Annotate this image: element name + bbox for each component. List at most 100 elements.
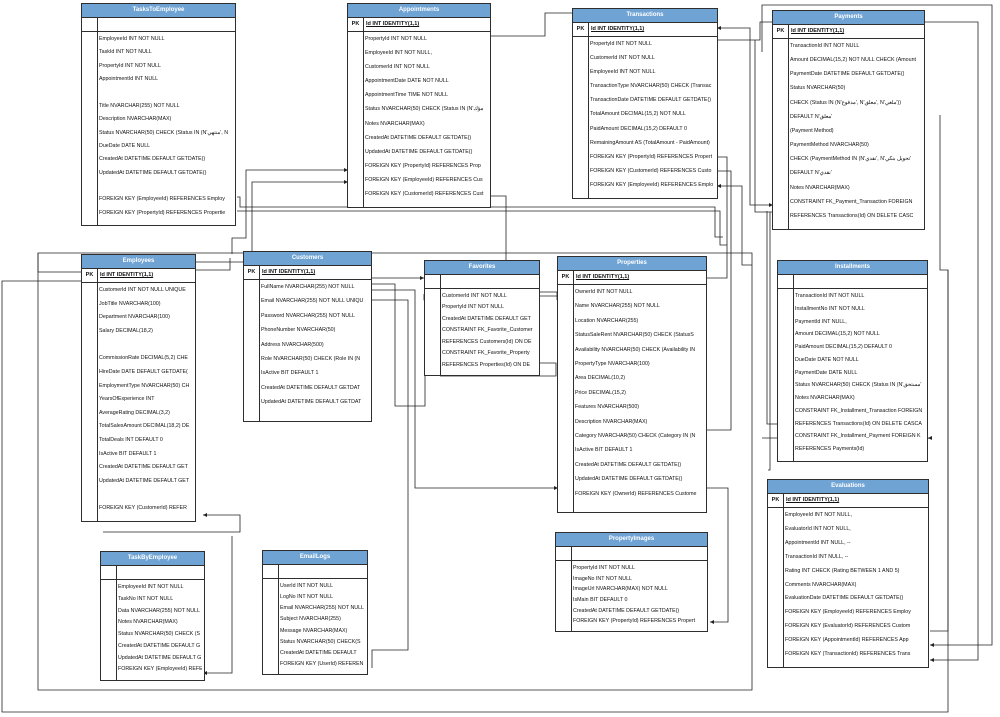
field-row: Notes NVARCHAR(MAX): [795, 395, 855, 402]
field-row: CONSTRAINT FK_Installment_Transaction FO…: [795, 407, 923, 414]
field-row: Data NVARCHAR(255) NOT NULL: [118, 607, 200, 614]
primary-key-row: [101, 566, 204, 580]
relation-line: [203, 536, 233, 674]
field-row: CreatedAt DATETIME DEFAULT GETDATE(): [365, 134, 472, 141]
field-row: Title NVARCHAR(255) NOT NULL: [99, 102, 180, 109]
field-row: Status NVARCHAR(50) CHECK (S: [118, 631, 201, 637]
field-row: EmploymentType NVARCHAR(50) CH: [99, 382, 190, 389]
field-row: TransactionId INT NOT NULL: [795, 293, 865, 299]
table-title: Appointments: [348, 4, 490, 18]
field-row: InstallmentNo INT NOT NULL: [795, 305, 865, 312]
relation-line: [237, 210, 727, 246]
field-row: FOREIGN KEY (CustomerId) REFER: [99, 505, 187, 512]
pk-label: PK: [773, 25, 789, 38]
field-list: EmployeeId INT NOT NULL,EvaluatorId INT …: [768, 508, 928, 667]
field-row: Message NVARCHAR(MAX): [280, 627, 348, 634]
field-row: DEFAULT N'معلق': [790, 113, 833, 120]
field-row: REFERENCES Payments(Id): [795, 446, 865, 453]
table-title: TasksToEmployee: [82, 4, 235, 18]
field-row: IsActive BIT DEFAULT 1: [99, 450, 157, 457]
field-row: TransactionType NVARCHAR(50) CHECK (Tran…: [590, 83, 712, 90]
field-row: CHECK (Status IN (N'مدفوع', N'معلق', N'م…: [790, 99, 901, 106]
relation-line: [103, 514, 241, 533]
field-row: TaskNo INT NOT NULL: [118, 595, 174, 602]
pk-label: PK: [82, 269, 98, 282]
field-row: Salary DECIMAL(18,2): [99, 327, 153, 334]
field-row: PaymentDate DATETIME DEFAULT GETDATE(): [790, 71, 905, 78]
field-row: REFERENCES Customers(Id) ON DE: [442, 338, 532, 345]
field-row: AppointmentDate DATE NOT NULL: [365, 78, 449, 85]
pk-label: PK: [348, 18, 364, 31]
pk-field: Id INT IDENTITY(1,1): [576, 274, 630, 280]
relation-line: [251, 181, 348, 254]
field-row: UpdatedAt DATETIME DEFAULT GETDAT: [261, 399, 362, 406]
field-row: CONSTRAINT FK_Payment_Transaction FOREIG…: [790, 198, 913, 205]
field-row: Area DECIMAL(10,2): [575, 375, 626, 382]
relation-line: [717, 27, 773, 206]
field-row: TotalDeals INT DEFAULT 0: [99, 437, 163, 444]
field-row: CustomerId INT NOT NULL: [590, 55, 655, 62]
field-row: FOREIGN KEY (TransactionId) REFERENCES T…: [785, 651, 911, 658]
field-row: Rating INT CHECK (Rating BETWEEN 1 AND 5…: [785, 567, 900, 574]
column-divider: [573, 285, 574, 512]
field-row: CONSTRAINT FK_Installment_Payment FOREIG…: [795, 433, 921, 440]
field-row: REFERENCES Properties(Id) ON DE: [442, 361, 531, 368]
relation-line: [706, 156, 728, 279]
field-row: PropertyId INT NOT NULL: [365, 36, 427, 42]
column-divider: [793, 289, 794, 461]
field-row: FOREIGN KEY (CustomerId) REFERENCES Cust…: [590, 167, 712, 174]
column-divider: [259, 280, 260, 421]
relation-line: [930, 115, 949, 632]
field-row: CreatedAt DATETIME DEFAULT GETDATE(): [573, 607, 680, 614]
field-row: CustomerId INT NOT NULL: [365, 64, 430, 71]
field-row: Password NVARCHAR(255) NOT NULL: [261, 312, 355, 319]
field-row: AppointmentTime TIME NOT NULL: [365, 92, 448, 99]
table-title: Favorites: [425, 261, 539, 275]
relation-line: [231, 169, 348, 254]
relation-line: [440, 362, 557, 377]
relation-arrow: [717, 26, 721, 30]
table-title: Customers: [244, 252, 371, 266]
primary-key-row: [425, 275, 539, 289]
field-row: ImageUrl NVARCHAR(MAX) NOT NULL: [573, 586, 668, 593]
pk-label: [82, 18, 98, 31]
relation-arrow: [930, 643, 934, 647]
field-row: CONSTRAINT FK_Favorite_Customer: [442, 327, 533, 334]
field-row: CreatedAt DATETIME DEFAULT GETDATE(): [99, 156, 206, 163]
primary-key-row: [556, 547, 707, 561]
field-row: REFERENCES Transactions(Id) ON DELETE CA…: [790, 212, 914, 219]
relation-line: [717, 185, 752, 266]
relation-line: [371, 299, 409, 668]
field-row: PropertyId INT NOT NULL: [442, 304, 504, 311]
relation-arrow: [928, 436, 932, 440]
field-row: CreatedAt DATETIME DEFAULT GETDAT: [261, 384, 361, 391]
pk-field: Id INT IDENTITY(1,1): [100, 272, 154, 278]
field-row: FOREIGN KEY (OwnerId) REFERENCES Custome: [575, 490, 697, 497]
relation-line: [37, 252, 753, 691]
relation-line: [706, 487, 729, 623]
relation-arrow: [344, 168, 348, 172]
relation-arrow: [710, 620, 714, 624]
field-row: CHECK (PaymentMethod IN (N'نقدي', N'تحوي…: [790, 156, 912, 163]
